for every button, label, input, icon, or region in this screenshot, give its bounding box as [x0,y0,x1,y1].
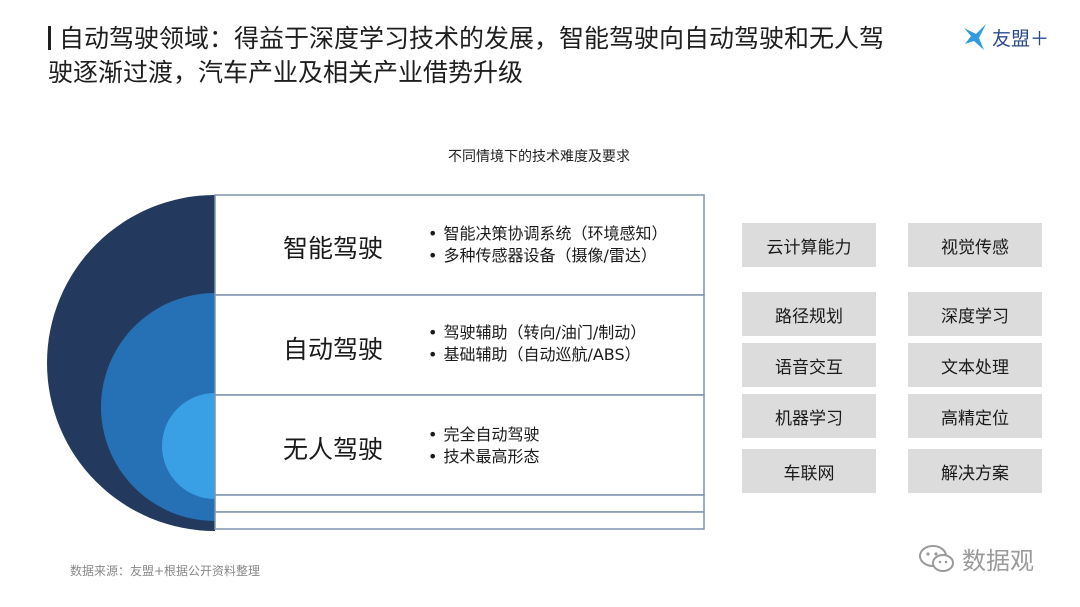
bird-logo-icon [964,24,986,50]
inner-ring-unmanned [162,393,215,499]
bullet-item: 驾驶辅助（转向/油门/制动） [428,322,646,344]
bullet-item: 完全自动驾驶 [428,424,539,446]
title-bar [48,26,51,50]
watermark: 数据观 [918,541,1034,576]
level-bullets-unmanned: 完全自动驾驶 技术最高形态 [428,424,539,468]
umeng-logo: 友盟＋ [962,20,1049,54]
middle-ring-automatic [101,293,215,521]
capability-voice-interaction: 语音交互 [742,343,876,387]
page-title-text: 自动驾驶领域：得益于深度学习技术的发展，智能驾驶向自动驾驶和无人驾驶逐渐过渡，汽… [48,24,885,87]
level-bullets-automatic: 驾驶辅助（转向/油门/制动） 基础辅助（自动巡航/ABS） [428,322,646,366]
level-box-base-2 [214,511,705,530]
bullet-item: 多种传感器设备（摄像/雷达） [428,245,667,267]
capability-vehicle-network: 车联网 [742,449,876,493]
watermark-text: 数据观 [962,547,1034,575]
capability-hd-positioning: 高精定位 [908,394,1042,438]
wechat-icon [919,544,954,572]
data-source-note: 数据来源：友盟+根据公开资料整理 [70,564,261,578]
bullet-item: 技术最高形态 [428,446,539,468]
level-box-base-1 [214,494,705,513]
capability-solutions: 解决方案 [908,449,1042,493]
capability-deep-learning: 深度学习 [908,292,1042,336]
capability-text-processing: 文本处理 [908,343,1042,387]
capability-machine-learning: 机器学习 [742,394,876,438]
bullet-item: 基础辅助（自动巡航/ABS） [428,344,646,366]
page-title: 自动驾驶领域：得益于深度学习技术的发展，智能驾驶向自动驾驶和无人驾驶逐渐过渡，汽… [48,22,908,90]
capability-visual-sensing: 视觉传感 [908,223,1042,267]
diagram-subtitle: 不同情境下的技术难度及要求 [448,149,630,165]
level-bullets-intelligent: 智能决策协调系统（环境感知） 多种传感器设备（摄像/雷达） [428,223,667,267]
level-label-unmanned: 无人驾驶 [283,435,384,464]
bullet-item: 智能决策协调系统（环境感知） [428,223,667,245]
level-label-automatic: 自动驾驶 [283,335,384,364]
capability-cloud-computing: 云计算能力 [742,223,876,267]
capability-path-planning: 路径规划 [742,292,876,336]
level-label-intelligent: 智能驾驶 [283,234,384,263]
logo-text: 友盟＋ [992,27,1050,50]
outer-ring-intelligent [47,195,215,531]
